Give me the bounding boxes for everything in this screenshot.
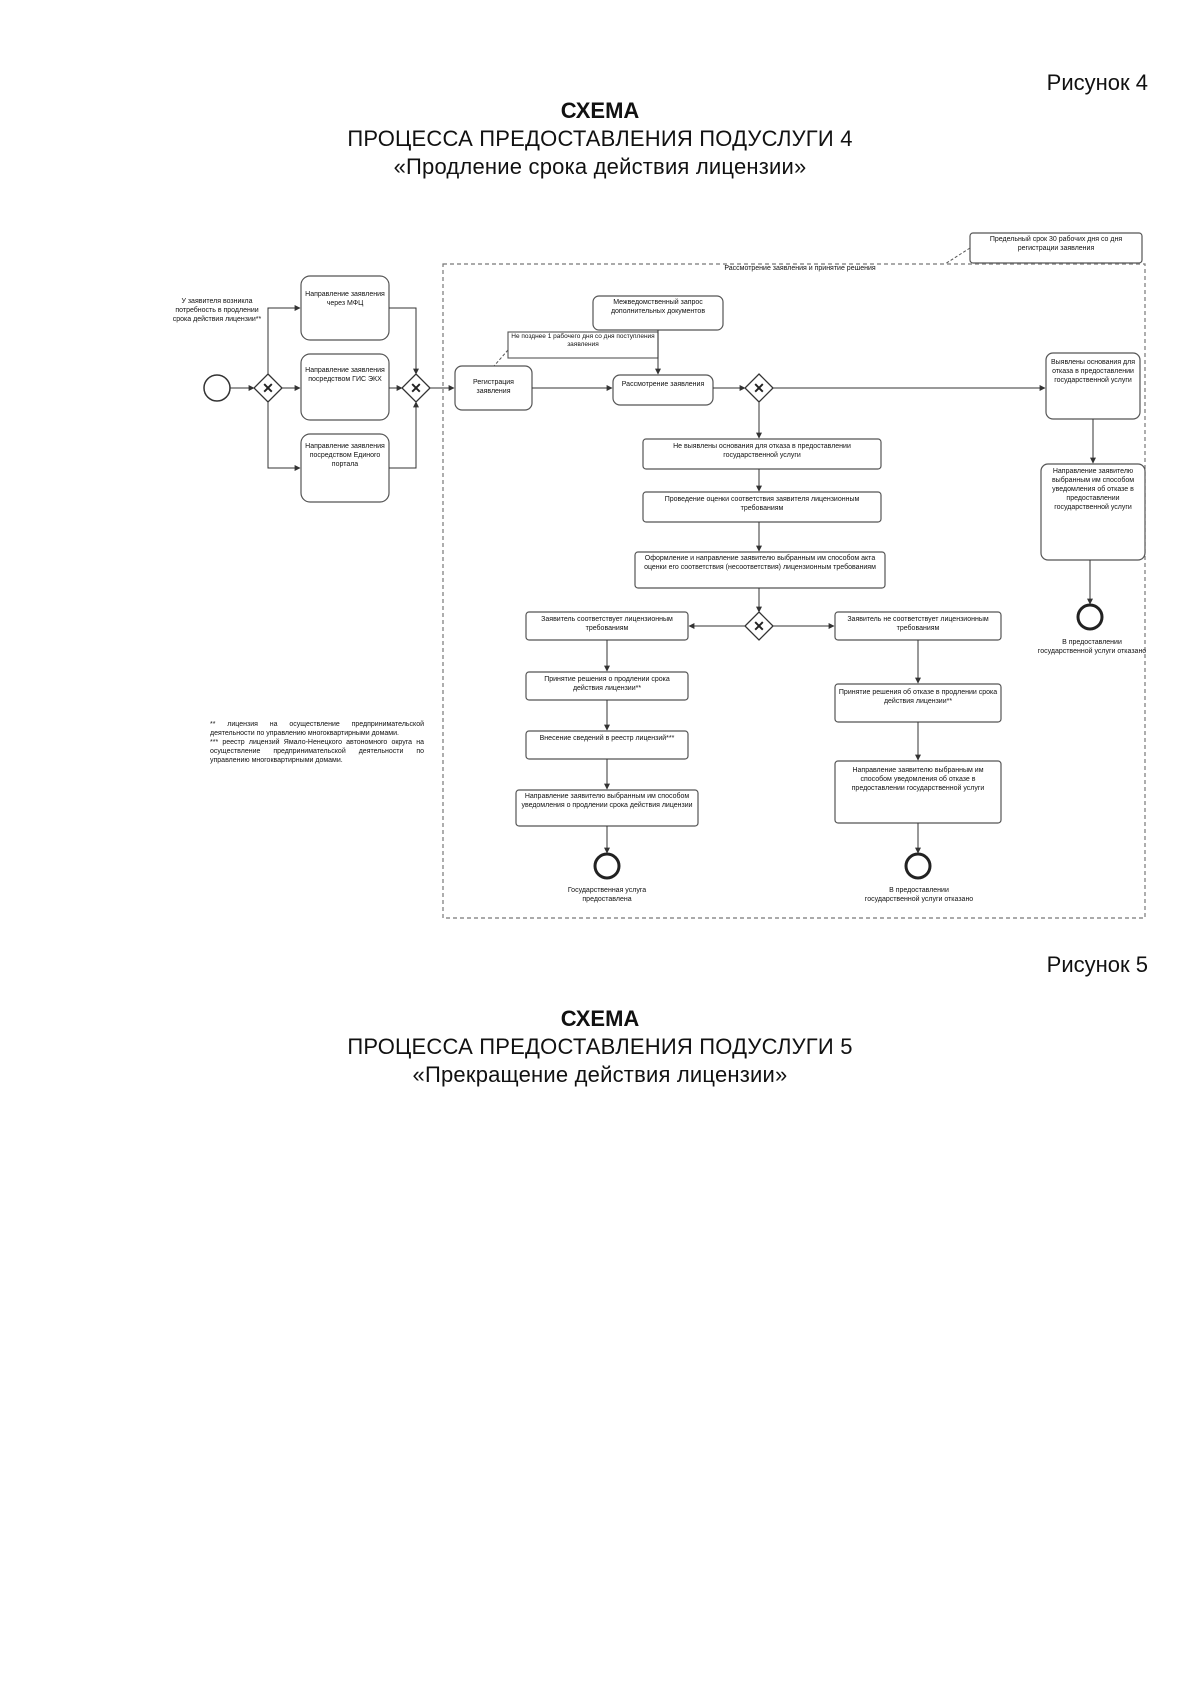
deadline-note: Предельный срок 30 рабочих дня со дня ре… — [969, 232, 1143, 264]
figure-5-subtitle: ПРОЦЕССА ПРЕДОСТАВЛЕНИЯ ПОДУСЛУГИ 5 — [347, 1034, 853, 1059]
task-refusal-grounds: Выявлены основания для отказа в предоста… — [1045, 352, 1141, 420]
task-refusal-notice: Направление заявителю выбранным им спосо… — [1040, 463, 1146, 561]
figure-5-label: Рисунок 5 — [1046, 952, 1148, 977]
figure-4-subtitle: ПРОЦЕССА ПРЕДОСТАВЛЕНИЯ ПОДУСЛУГИ 4 — [347, 126, 853, 151]
task-not-complies: Заявитель не соответствует лицензионным … — [834, 611, 1002, 641]
task-registry-entry: Внесение сведений в реестр лицензий*** — [525, 730, 689, 760]
figure-5-name: «Прекращение действия лицензии» — [412, 1062, 788, 1087]
task-extend-notice: Направление заявителю выбранным им спосо… — [515, 789, 699, 827]
end-event-refusal — [1076, 603, 1104, 631]
end-event-granted — [593, 852, 621, 880]
channel-gis: Направление заявления посредством ГИС ЭК… — [300, 353, 390, 421]
svg-text:✕: ✕ — [753, 618, 765, 634]
registration-note: Не позднее 1 рабочего дня со дня поступл… — [507, 331, 659, 359]
task-assessment: Проведение оценки соответствия заявителя… — [642, 491, 882, 523]
task-refuse-notice: Направление заявителю выбранным им спосо… — [834, 760, 1002, 824]
task-extend-decision: Принятие решения о продлении срока дейст… — [525, 671, 689, 701]
merge-gateway: ✕ — [401, 373, 431, 403]
task-refuse-decision: Принятие решения об отказе в продлении с… — [834, 683, 1002, 723]
figure-5-title: СХЕМА — [560, 1006, 640, 1031]
figure-4-name: «Продление срока действия лицензии» — [393, 154, 807, 179]
end-event-refused — [904, 852, 932, 880]
svg-text:✕: ✕ — [262, 380, 274, 396]
footnotes: ** лицензия на осуществление предпринима… — [210, 720, 424, 765]
process-diagram: Предельный срок 30 рабочих дня со дня ре… — [172, 232, 1147, 919]
footnote-license: ** лицензия на осуществление предпринима… — [210, 721, 424, 737]
footnote-registry: *** реестр лицензий Ямало-Ненецкого авто… — [210, 739, 424, 764]
figure-4-label: Рисунок 4 — [1046, 70, 1148, 95]
process-pool — [442, 263, 1146, 919]
compliance-gateway: ✕ — [744, 611, 774, 641]
end-refused-label: В предоставлении государственной услуги … — [864, 887, 974, 903]
start-event — [203, 374, 231, 402]
end-granted-label: Государственная услуга предоставлена — [567, 887, 647, 903]
svg-text:✕: ✕ — [410, 380, 422, 396]
split-gateway: ✕ — [253, 373, 283, 403]
channel-mfc: Направление заявления через МФЦ — [300, 275, 390, 341]
start-label: У заявителя возникла потребность в продл… — [172, 298, 262, 323]
review-gateway: ✕ — [744, 373, 774, 403]
figure-4-title: СХЕМА — [560, 98, 640, 123]
task-interagency-request: Межведомственный запрос дополнительных д… — [592, 295, 724, 331]
channel-portal: Направление заявления посредством Единог… — [300, 433, 390, 503]
task-registration: Регистрация заявления — [454, 365, 533, 411]
pool-label: Рассмотрение заявления и принятие решени… — [724, 265, 876, 272]
task-no-refusal-grounds: Не выявлены основания для отказа в предо… — [642, 438, 882, 470]
svg-text:✕: ✕ — [753, 380, 765, 396]
end-refusal-label: В предоставлении государственной услуги … — [1037, 639, 1147, 655]
task-review: Рассмотрение заявления — [612, 374, 714, 406]
task-act-formation: Оформление и направление заявителю выбра… — [634, 551, 886, 589]
task-complies: Заявитель соответствует лицензионным тре… — [525, 611, 689, 641]
